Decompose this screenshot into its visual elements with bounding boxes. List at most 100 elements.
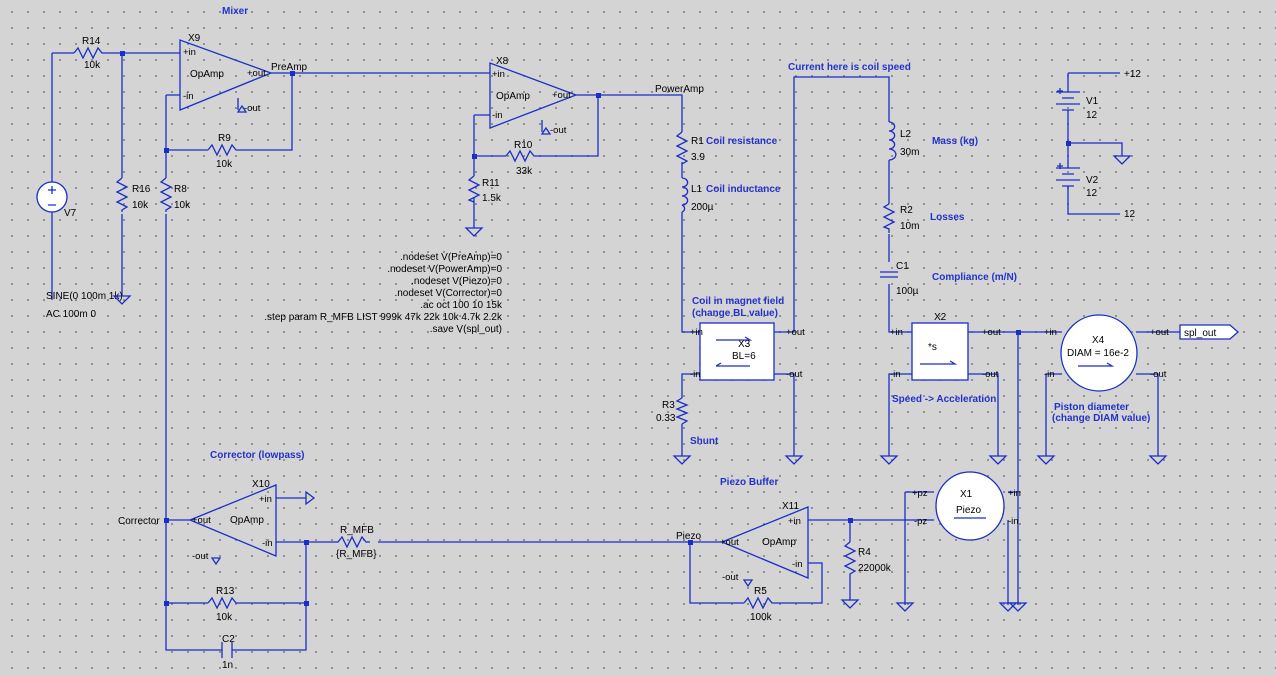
- svg-text:Compliance (m/N): Compliance (m/N): [932, 272, 1017, 283]
- directive-line: .ac oct 100 10 15k: [420, 300, 503, 311]
- directive-line: .nodeset V(PreAmp)=0: [400, 252, 502, 263]
- svg-text:DIAM = 16e-2: DIAM = 16e-2: [1067, 348, 1129, 359]
- opamp-x8[interactable]: X8 +in -in OpAmp +out -out: [489, 56, 578, 136]
- svg-text:(change BL value): (change BL value): [692, 308, 778, 319]
- svg-text:12: 12: [1086, 188, 1098, 199]
- svg-text:X9: X9: [188, 33, 201, 44]
- svg-text:+out: +out: [247, 68, 266, 79]
- svg-text:BL=6: BL=6: [732, 351, 756, 362]
- resistor-r16[interactable]: R16 10k: [115, 177, 151, 212]
- svg-text:+out: +out: [982, 327, 1001, 338]
- svg-text:+in: +in: [788, 516, 801, 527]
- svg-text:X8: X8: [496, 56, 509, 67]
- battery-v2[interactable]: V2 12: [1056, 163, 1099, 199]
- svg-text:R11: R11: [482, 178, 500, 189]
- opamp-x10[interactable]: X10 +in -in OpAmp +out -out: [188, 479, 316, 566]
- resistor-r3[interactable]: R3 0.33: [656, 397, 689, 425]
- svg-text:+out: +out: [786, 327, 805, 338]
- block-x3[interactable]: X3 BL=6 +in -in +out -out: [690, 322, 805, 381]
- svg-text:0.33: 0.33: [656, 413, 676, 424]
- svg-text:Mass (kg): Mass (kg): [932, 136, 978, 147]
- svg-text:+in: +in: [1008, 488, 1021, 499]
- svg-text:R8: R8: [174, 184, 187, 195]
- svg-text:PowerAmp: PowerAmp: [655, 84, 704, 95]
- svg-text:-in: -in: [890, 369, 901, 380]
- block-x2[interactable]: X2 *s +in -in +out -out: [890, 312, 1001, 381]
- svg-text:10k: 10k: [132, 200, 149, 211]
- svg-text:3.9: 3.9: [691, 152, 705, 163]
- svg-text:C1: C1: [896, 261, 909, 272]
- svg-text:(change DIAM value): (change DIAM value): [1052, 413, 1150, 424]
- svg-text:-in: -in: [492, 110, 503, 121]
- svg-text:-out: -out: [192, 551, 209, 562]
- svg-text:+out: +out: [1150, 327, 1169, 338]
- opamp-x9[interactable]: X9 +in -in OpAmp +out -out: [179, 33, 273, 114]
- svg-text:OpAmp: OpAmp: [762, 537, 796, 548]
- voltage-source-v7[interactable]: V7 SINE(0 100m 1k) AC 100m 0: [36, 181, 123, 320]
- block-x1[interactable]: X1 Piezo +pz -pz +in -in: [912, 471, 1021, 541]
- svg-text:V1: V1: [1086, 96, 1099, 107]
- svg-text:OpAmp: OpAmp: [230, 515, 264, 526]
- battery-v1[interactable]: V1 12: [1056, 88, 1099, 121]
- svg-text:Mixer: Mixer: [222, 6, 248, 17]
- resistor-r2[interactable]: R2 10m: [882, 203, 919, 233]
- svg-text:-out: -out: [244, 103, 261, 114]
- svg-text:10k: 10k: [84, 60, 101, 71]
- inductor-l1[interactable]: L1 200µ: [681, 177, 714, 213]
- junctions: [120, 51, 1071, 606]
- svg-text:-in: -in: [690, 369, 701, 380]
- net-flag-spl-out: spl_out: [1179, 324, 1239, 340]
- svg-text:200µ: 200µ: [691, 202, 714, 213]
- svg-text:L2: L2: [900, 129, 912, 140]
- svg-text:-in: -in: [262, 538, 273, 549]
- svg-text:-out: -out: [550, 125, 567, 136]
- svg-text:spl_out: spl_out: [1184, 328, 1216, 339]
- resistor-r1[interactable]: R1 3.9: [675, 131, 705, 165]
- svg-text:+in: +in: [492, 69, 505, 80]
- svg-text:33k: 33k: [516, 166, 533, 177]
- svg-text:+in: +in: [890, 327, 903, 338]
- opamp-x11[interactable]: X11 +in -in OpAmp +out -out: [720, 501, 809, 588]
- resistor-r4[interactable]: R4 22000k: [843, 541, 892, 576]
- svg-text:PreAmp: PreAmp: [271, 62, 308, 73]
- svg-text:+out: +out: [720, 537, 739, 548]
- svg-text:+out: +out: [552, 90, 571, 101]
- svg-text:+in: +in: [1044, 327, 1057, 338]
- svg-text:+in: +in: [259, 494, 272, 505]
- resistor-r11[interactable]: R11 1.5k: [467, 175, 502, 204]
- svg-text:Piezo: Piezo: [956, 505, 981, 516]
- resistor-r10[interactable]: R10 33k: [505, 140, 538, 177]
- resistor-r9[interactable]: R9 10k: [207, 133, 240, 170]
- svg-text:-out: -out: [982, 369, 999, 380]
- resistor-r-mfb[interactable]: R_MFB {R_MFB}: [334, 525, 377, 560]
- capacitor-c2[interactable]: C2 1n: [221, 634, 235, 671]
- svg-text:-in: -in: [1044, 369, 1055, 380]
- svg-text:30m: 30m: [900, 147, 919, 158]
- svg-text:SINE(0 100m 1k): SINE(0 100m 1k): [46, 291, 123, 302]
- svg-text:R9: R9: [218, 133, 231, 144]
- resistor-r5[interactable]: R5 100k: [743, 586, 776, 623]
- svg-text:10m: 10m: [900, 221, 919, 232]
- block-x4[interactable]: X4 DIAM = 16e-2 +in -in +out -out: [1044, 314, 1169, 392]
- svg-text:X3: X3: [738, 339, 751, 350]
- resistor-r13[interactable]: R13 10k: [207, 586, 240, 623]
- svg-text:+in: +in: [690, 327, 703, 338]
- resistor-r14[interactable]: R14 10k: [73, 36, 106, 71]
- svg-text:Piezo Buffer: Piezo Buffer: [720, 477, 778, 488]
- resistor-r8[interactable]: R8 10k: [159, 177, 191, 212]
- ground-symbols: [112, 155, 1168, 612]
- svg-text:Corrector: Corrector: [118, 516, 160, 527]
- svg-text:Current here is coil speed: Current here is coil speed: [788, 62, 911, 73]
- svg-text:Piezo: Piezo: [676, 531, 701, 542]
- svg-text:R2: R2: [900, 205, 913, 216]
- net-labels: PreAmp PowerAmp Corrector Piezo +12 12: [118, 62, 1141, 542]
- capacitor-c1[interactable]: C1 100µ: [880, 261, 919, 297]
- svg-text:X11: X11: [782, 501, 799, 512]
- svg-text:X10: X10: [252, 479, 270, 490]
- svg-text:12: 12: [1086, 110, 1098, 121]
- svg-text:10k: 10k: [216, 159, 233, 170]
- svg-text:+out: +out: [192, 515, 211, 526]
- svg-text:Shunt: Shunt: [690, 436, 719, 447]
- inductor-l2[interactable]: L2 30m: [888, 121, 919, 161]
